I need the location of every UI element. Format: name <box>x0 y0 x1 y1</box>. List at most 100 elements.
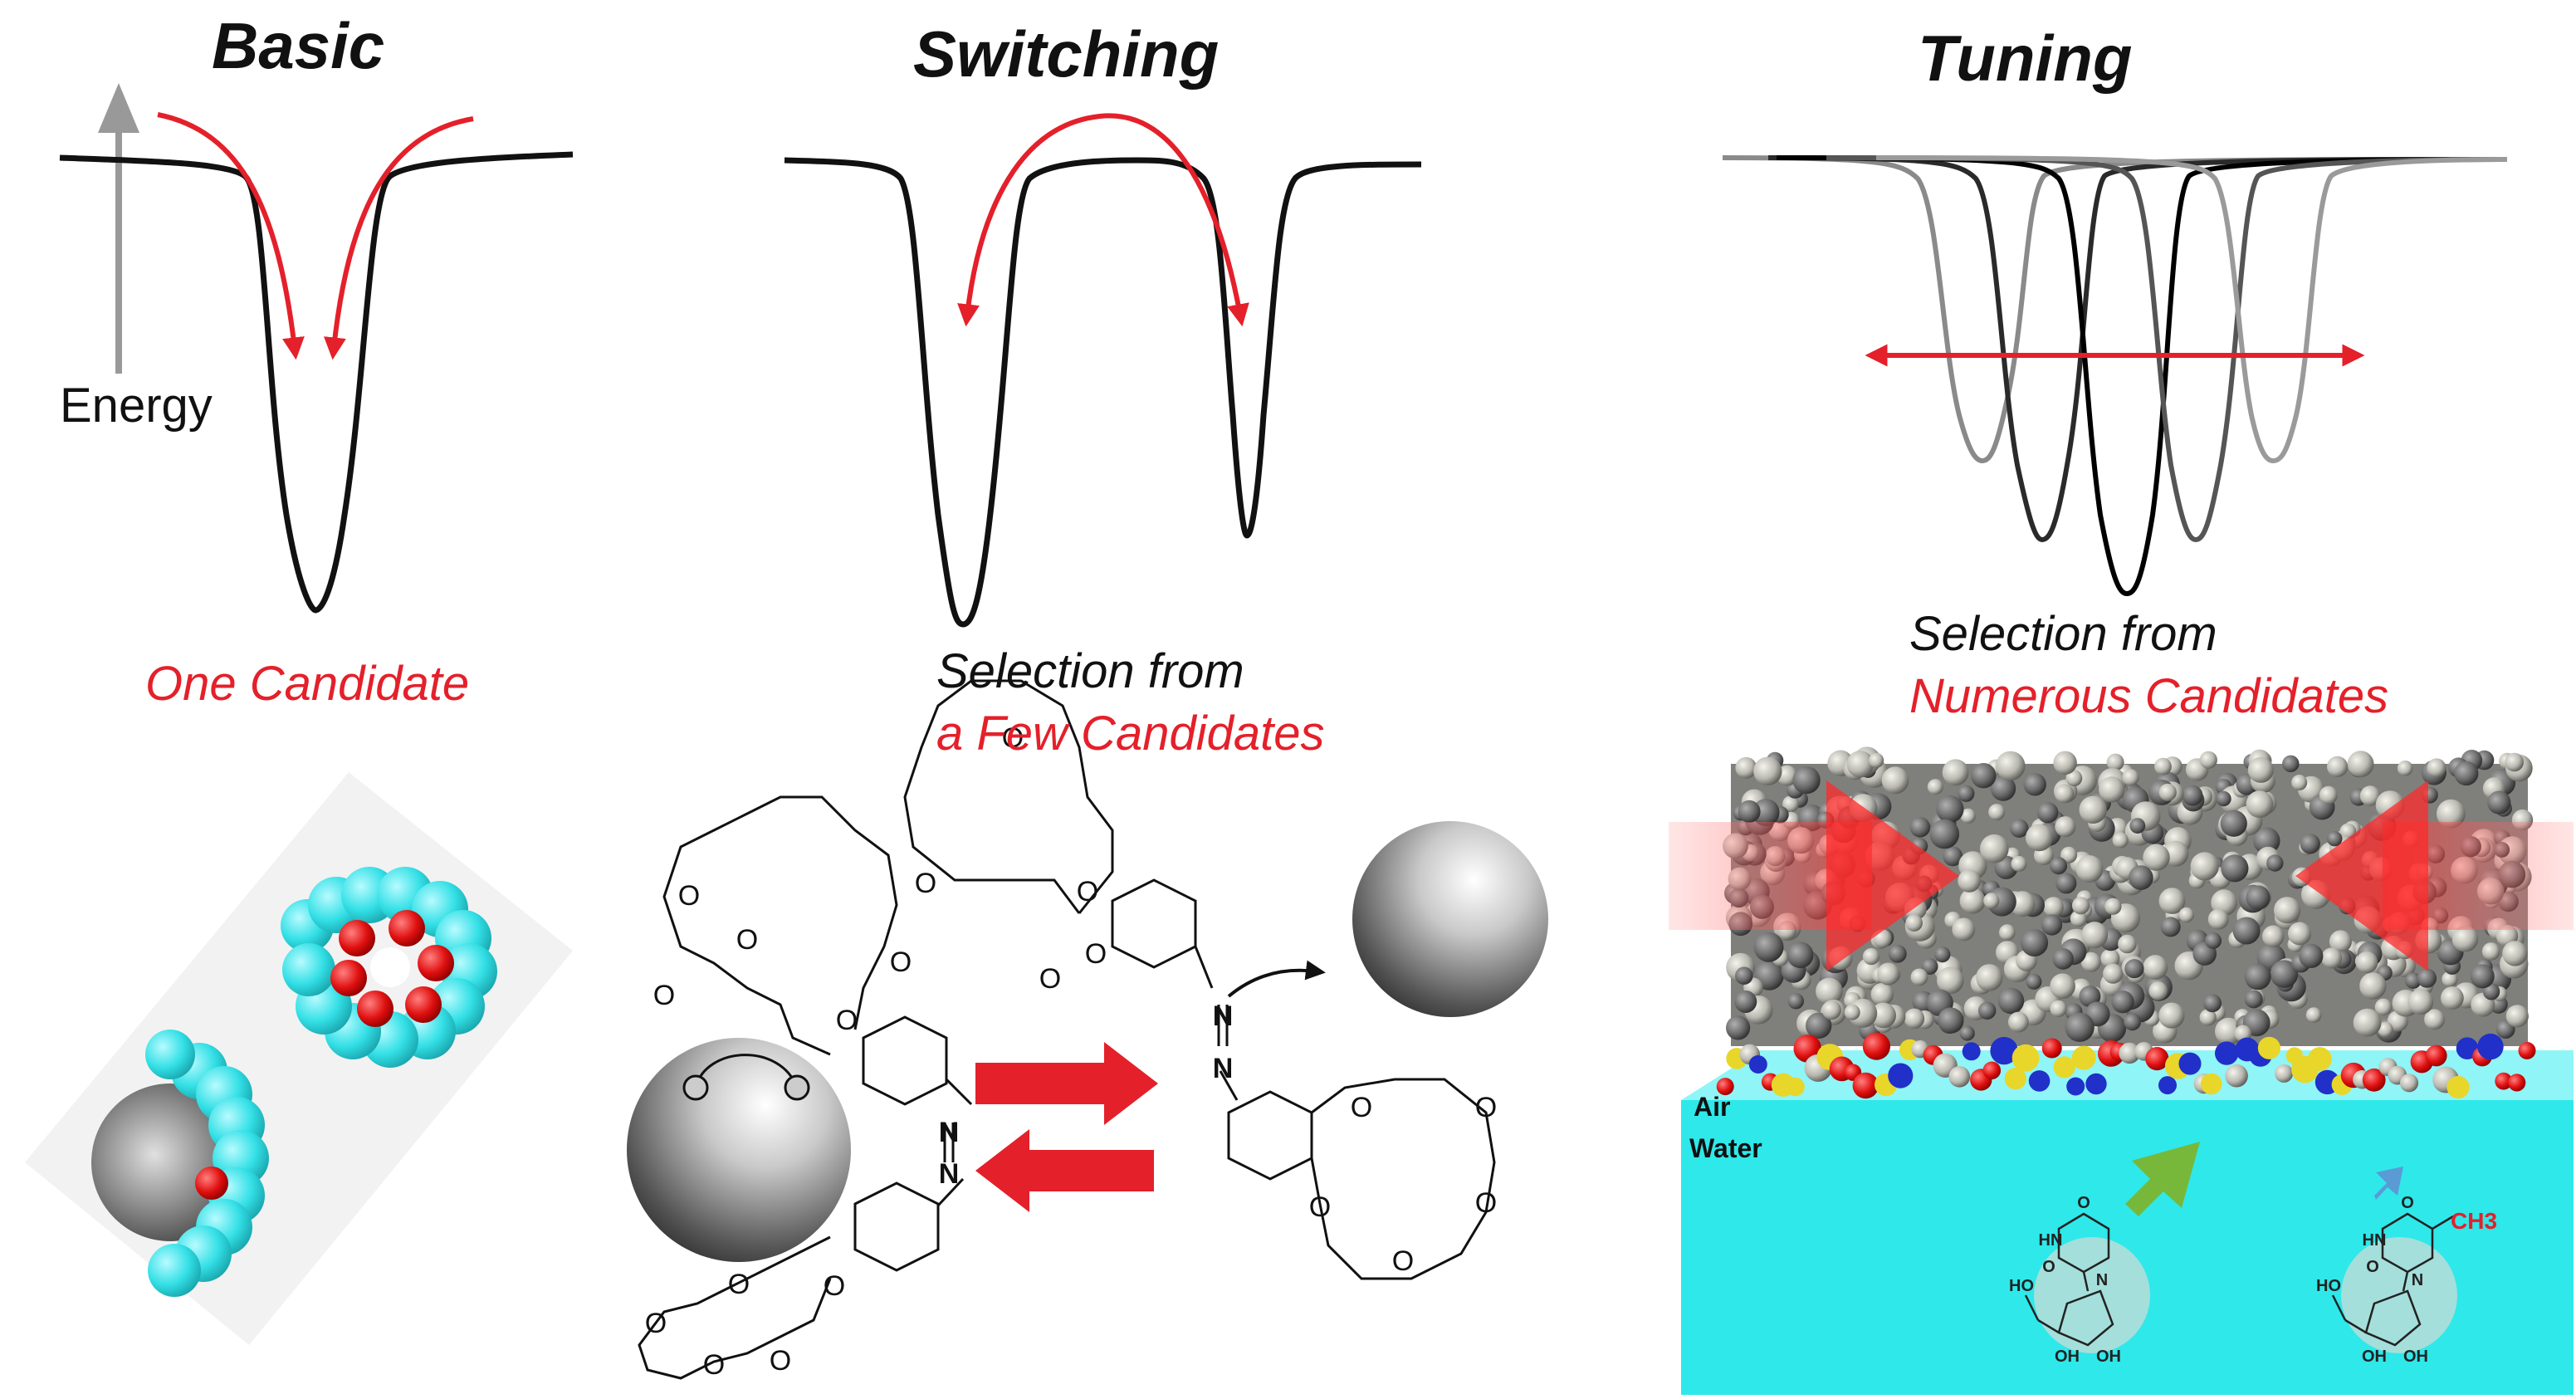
svg-text:N: N <box>2412 1271 2423 1289</box>
monolayer-atom <box>2079 795 2107 824</box>
monolayer-atom <box>2216 790 2231 807</box>
svg-text:O: O <box>890 947 912 978</box>
svg-text:O: O <box>728 1269 750 1300</box>
monolayer-atom <box>1952 917 1976 942</box>
monolayer-atom <box>1869 752 1884 768</box>
monolayer-atom <box>1937 966 1964 995</box>
headgroup-atom <box>2158 1076 2177 1095</box>
monolayer-atom <box>1816 977 1843 1005</box>
monolayer-atom <box>2079 986 2101 1008</box>
headgroup-atom <box>2399 1074 2419 1093</box>
headgroup-atom <box>1786 1077 1805 1097</box>
monolayer-atom <box>1752 799 1780 827</box>
oxygen-labels-left: O O O O O O O O O O <box>645 880 912 1381</box>
monolayer-atom <box>2266 854 2284 872</box>
svg-text:N: N <box>939 1117 960 1148</box>
headgroup-atom <box>2071 1045 2096 1070</box>
energy-axis-label: Energy <box>60 379 213 433</box>
svg-text:N: N <box>939 1158 960 1190</box>
monolayer-atom <box>2288 922 2311 946</box>
tuning-curve-1 <box>1722 155 2408 464</box>
monolayer-atom <box>1938 1007 1964 1034</box>
monolayer-atom <box>2262 925 2285 947</box>
monolayer-atom <box>2481 942 2500 961</box>
monolayer-atom <box>1821 1000 1841 1020</box>
headgroup-atom <box>1852 1072 1879 1099</box>
monolayer-atom <box>1735 756 1757 779</box>
svg-text:O: O <box>2366 1258 2379 1276</box>
monolayer-atom <box>1905 914 1923 932</box>
svg-text:O: O <box>1039 963 1061 995</box>
monolayer-atom <box>2215 1017 2242 1045</box>
monolayer-atom <box>2282 755 2300 772</box>
monolayer-atom <box>2454 761 2479 786</box>
monolayer-atom <box>2052 948 2074 970</box>
monolayer-atom <box>2441 986 2464 1010</box>
monolayer-atom <box>1735 966 1753 985</box>
monolayer-atom <box>2158 1002 2185 1029</box>
monolayer-atom <box>2037 802 2059 824</box>
monolayer-atom <box>2502 941 2528 966</box>
right-crown-upper-loop <box>903 679 1114 914</box>
monolayer-atom <box>2244 963 2271 991</box>
monolayer-atom <box>2244 990 2263 1009</box>
headgroup-atom <box>2145 1047 2169 1071</box>
monolayer-atom <box>2199 1009 2217 1026</box>
monolayer-atom <box>1997 987 2025 1015</box>
monolayer-atom <box>1934 947 1951 963</box>
monolayer-atom <box>2437 799 2466 829</box>
monolayer-atom <box>2291 775 2308 790</box>
monolayer-atom <box>2075 855 2104 883</box>
monolayer-atom <box>2129 818 2146 834</box>
svg-text:O: O <box>1085 938 1107 970</box>
crown-ring-with-ion <box>91 1030 269 1297</box>
monolayer-atom <box>2106 753 2124 771</box>
monolayer-atom <box>2274 897 2301 924</box>
monolayer-atom <box>2305 1007 2322 1023</box>
monolayer-atom <box>2203 994 2222 1013</box>
headgroup-atom <box>1990 1036 2018 1065</box>
monolayer-atom <box>2424 1009 2445 1030</box>
svg-text:N: N <box>2096 1271 2108 1289</box>
headgroup-atom <box>2257 1036 2280 1059</box>
monolayer-atom <box>2253 827 2280 854</box>
tuning-caption-line1: Selection from <box>1909 607 2217 661</box>
monolayer-atom <box>2103 963 2124 984</box>
water-subphase <box>1681 1100 2574 1395</box>
monolayer-atom <box>2055 873 2077 894</box>
monolayer-atom <box>2026 824 2053 852</box>
left-benzene-upper <box>862 1015 948 1106</box>
monolayer-atom <box>2329 930 2352 953</box>
svg-text:OH: OH <box>2096 1348 2121 1366</box>
headgroup-atom <box>2200 1073 2222 1095</box>
tuning-panel <box>1722 155 2508 597</box>
svg-text:O: O <box>1309 1191 1331 1223</box>
monolayer-atom <box>1782 795 1799 813</box>
headgroup-atom <box>2178 1052 2202 1075</box>
svg-text:O: O <box>1475 1092 1497 1123</box>
red-compress-left-arrow <box>1826 780 1959 971</box>
basic-caption: One Candidate <box>145 657 470 711</box>
monolayer-panel: O HN O N HO OH OH O HN O N HO OH OH <box>1669 746 2574 1395</box>
left-ball-ether-loops <box>682 1054 810 1101</box>
monolayer-atom <box>2055 816 2076 838</box>
headgroup-atom <box>2425 1044 2447 1067</box>
headgroup-atom <box>2477 1033 2504 1060</box>
left-crown-upper-loop <box>662 795 898 1056</box>
monolayer-atom <box>2158 783 2177 801</box>
uridine-structure <box>2024 1212 2150 1353</box>
monolayer-atom <box>1753 932 1784 962</box>
svg-text:O: O <box>770 1345 791 1377</box>
svg-text:O: O <box>1475 1187 1497 1219</box>
monolayer-atom <box>2065 770 2083 787</box>
monolayer-atom <box>1959 888 1986 914</box>
monolayer-atom <box>2405 972 2422 989</box>
monolayer-atom <box>1870 982 1894 1006</box>
monolayer-atom <box>2319 785 2338 805</box>
tuning-curve-2 <box>1767 155 2450 543</box>
monolayer-atom <box>2347 751 2374 778</box>
monolayer-atom <box>1806 1012 1832 1039</box>
monolayer-atom <box>1999 924 2016 941</box>
svg-text:HN: HN <box>2039 1231 2063 1250</box>
